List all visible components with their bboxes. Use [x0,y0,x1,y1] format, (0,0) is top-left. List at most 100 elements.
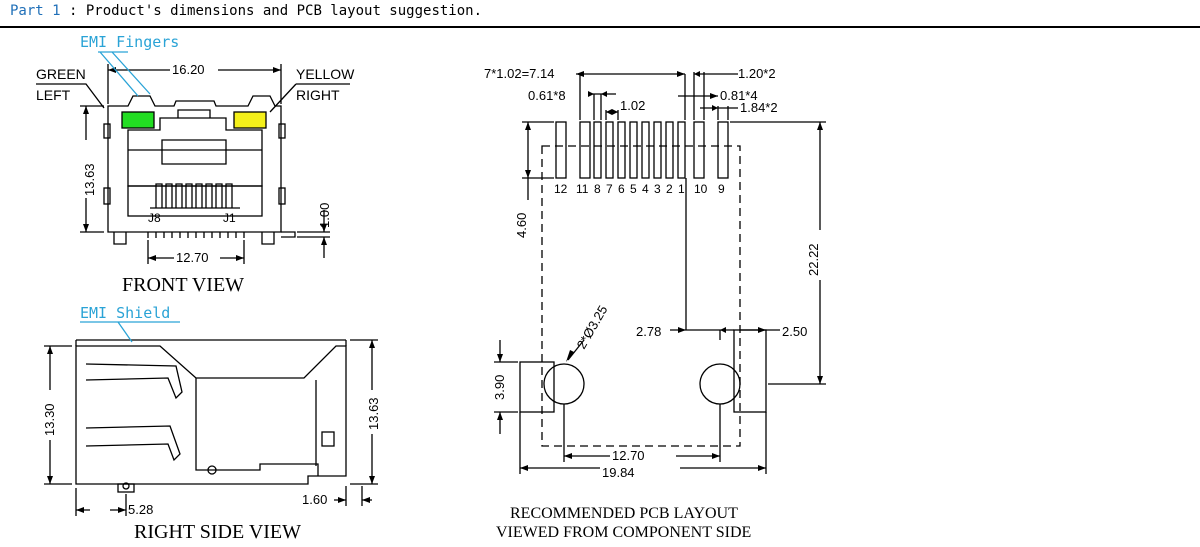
pcb-dim-depth [522,121,554,200]
pcb-arrows [497,71,823,471]
side-shield-top [75,340,347,346]
pin-number: 8 [594,182,601,196]
pcb-dim-d2-text: 0.81*4 [720,88,758,103]
pin-number: 12 [554,182,568,196]
pcb-dim-side-offset-text: 2.50 [782,324,807,339]
front-pins [147,232,245,238]
pcb-pin-numbers: 12 11 8 7 6 5 4 3 2 1 10 9 [554,182,725,196]
front-dim-height [80,105,104,233]
front-body-outline [107,95,282,233]
pcb-dim-overall-text: 19.84 [602,465,635,480]
pcb-dim-hole-height [494,340,518,434]
pcb-dim-depth-text: 4.60 [514,213,529,238]
front-led-leader-left [36,83,105,109]
header-text: : Product's dimensions and PCB layout su… [60,3,483,19]
pin-number: 10 [694,182,708,196]
front-latch-top [177,109,211,118]
front-view [36,51,350,264]
pcb-dim-hole-spacing [563,404,721,462]
front-led-left-label-2: LEFT [36,87,71,103]
front-notch-left-top [103,123,111,139]
pin-number: 4 [642,182,649,196]
pcb-dim-length [730,121,826,385]
front-dim-foot-text: 1.00 [317,203,332,228]
pin-number: 6 [618,182,625,196]
front-led-right-label-1: YELLOW [296,66,355,82]
pin-number: 9 [718,182,725,196]
pcb-title-line-1: RECOMMENDED PCB LAYOUT [510,505,738,522]
pcb-dim-length-text: 22.22 [806,243,821,276]
front-view-title: FRONT VIEW [122,274,244,296]
front-led-right-label-2: RIGHT [296,87,340,103]
pin-number: 1 [678,182,685,196]
pcb-dim-hole-spacing-text: 12.70 [612,448,645,463]
pcb-slot-left [519,361,555,413]
pin-number: 5 [630,182,637,196]
side-dim-right-text: 13.63 [366,397,381,430]
front-notch-left-bot [103,187,111,205]
pcb-dim-hole-offset [670,178,734,340]
pin-number: 2 [666,182,673,196]
side-emi-label: EMI Shield [80,304,170,322]
pin-number: 7 [606,182,613,196]
front-dim-height-text: 13.63 [82,163,97,196]
pcb-title-line-2: VIEWED FROM COMPONENT SIDE [496,524,751,541]
header: Part 1 : Product's dimensions and PCB la… [10,3,482,19]
side-peg [117,483,135,493]
side-latch-lower [85,425,181,462]
front-latch [161,139,227,165]
side-latch-upper [85,363,183,400]
side-window [321,431,335,447]
side-peg-hole [122,482,130,490]
front-dim-foot [297,210,330,258]
pcb-layout [494,72,826,474]
side-body-outline [75,345,347,485]
pcb-dim-total-pitch-text: 7*1.02=7.14 [484,66,554,81]
pcb-dim-d1-text: 1.20*2 [738,66,776,81]
front-feet [113,231,296,245]
pcb-dim-hole-dia-text: 2*Ø3.25 [574,303,611,352]
header-rule [0,26,1200,28]
side-dim-right [350,339,378,485]
front-contact-window [127,185,263,217]
front-dim-width [107,64,282,104]
front-emi-label: EMI Fingers [80,33,179,51]
pcb-dim-overall [519,412,767,474]
side-dim-bottom-left [75,488,127,516]
front-notch-right-top [278,123,286,139]
front-dim-width-text: 16.20 [172,62,205,77]
front-led-leader-right [269,83,350,113]
front-emi-leader [98,51,151,97]
side-view [44,321,378,516]
front-dim-pins [147,240,245,264]
pcb-dim-pitch-text: 1.02 [620,98,645,113]
front-dim-pins-text: 12.70 [176,250,209,265]
front-led-left-label-1: GREEN [36,66,86,82]
pcb-dim-dia-leader [567,339,585,361]
front-pin-label-j1: J1 [223,211,236,225]
pcb-dim-hole-height-text: 3.90 [492,375,507,400]
front-pin-label-j8: J8 [148,211,161,225]
side-dim-bottom-right-text: 1.60 [302,492,327,507]
side-emi-leader [80,321,180,343]
side-inner-line [195,378,319,476]
side-dim-left [44,345,72,485]
front-contacts [155,183,233,208]
pin-number: 3 [654,182,661,196]
front-notch-right-bot [278,187,286,205]
side-view-title: RIGHT SIDE VIEW [134,521,301,543]
pcb-outline [541,145,741,447]
side-dim-bottom-right [334,486,372,506]
side-tab [207,465,217,475]
side-dim-bottom-left-text: 5.28 [128,502,153,517]
pcb-dim-hole-offset-text: 2.78 [636,324,661,339]
pcb-pads [555,121,729,179]
yellow-led [233,111,267,129]
side-dim-left-text: 13.30 [42,403,57,436]
part-label: Part 1 [10,3,61,19]
pcb-dim-pad-width-text: 0.61*8 [528,88,566,103]
pin-number: 11 [576,182,589,196]
pcb-dim-d3-text: 1.84*2 [740,100,778,115]
